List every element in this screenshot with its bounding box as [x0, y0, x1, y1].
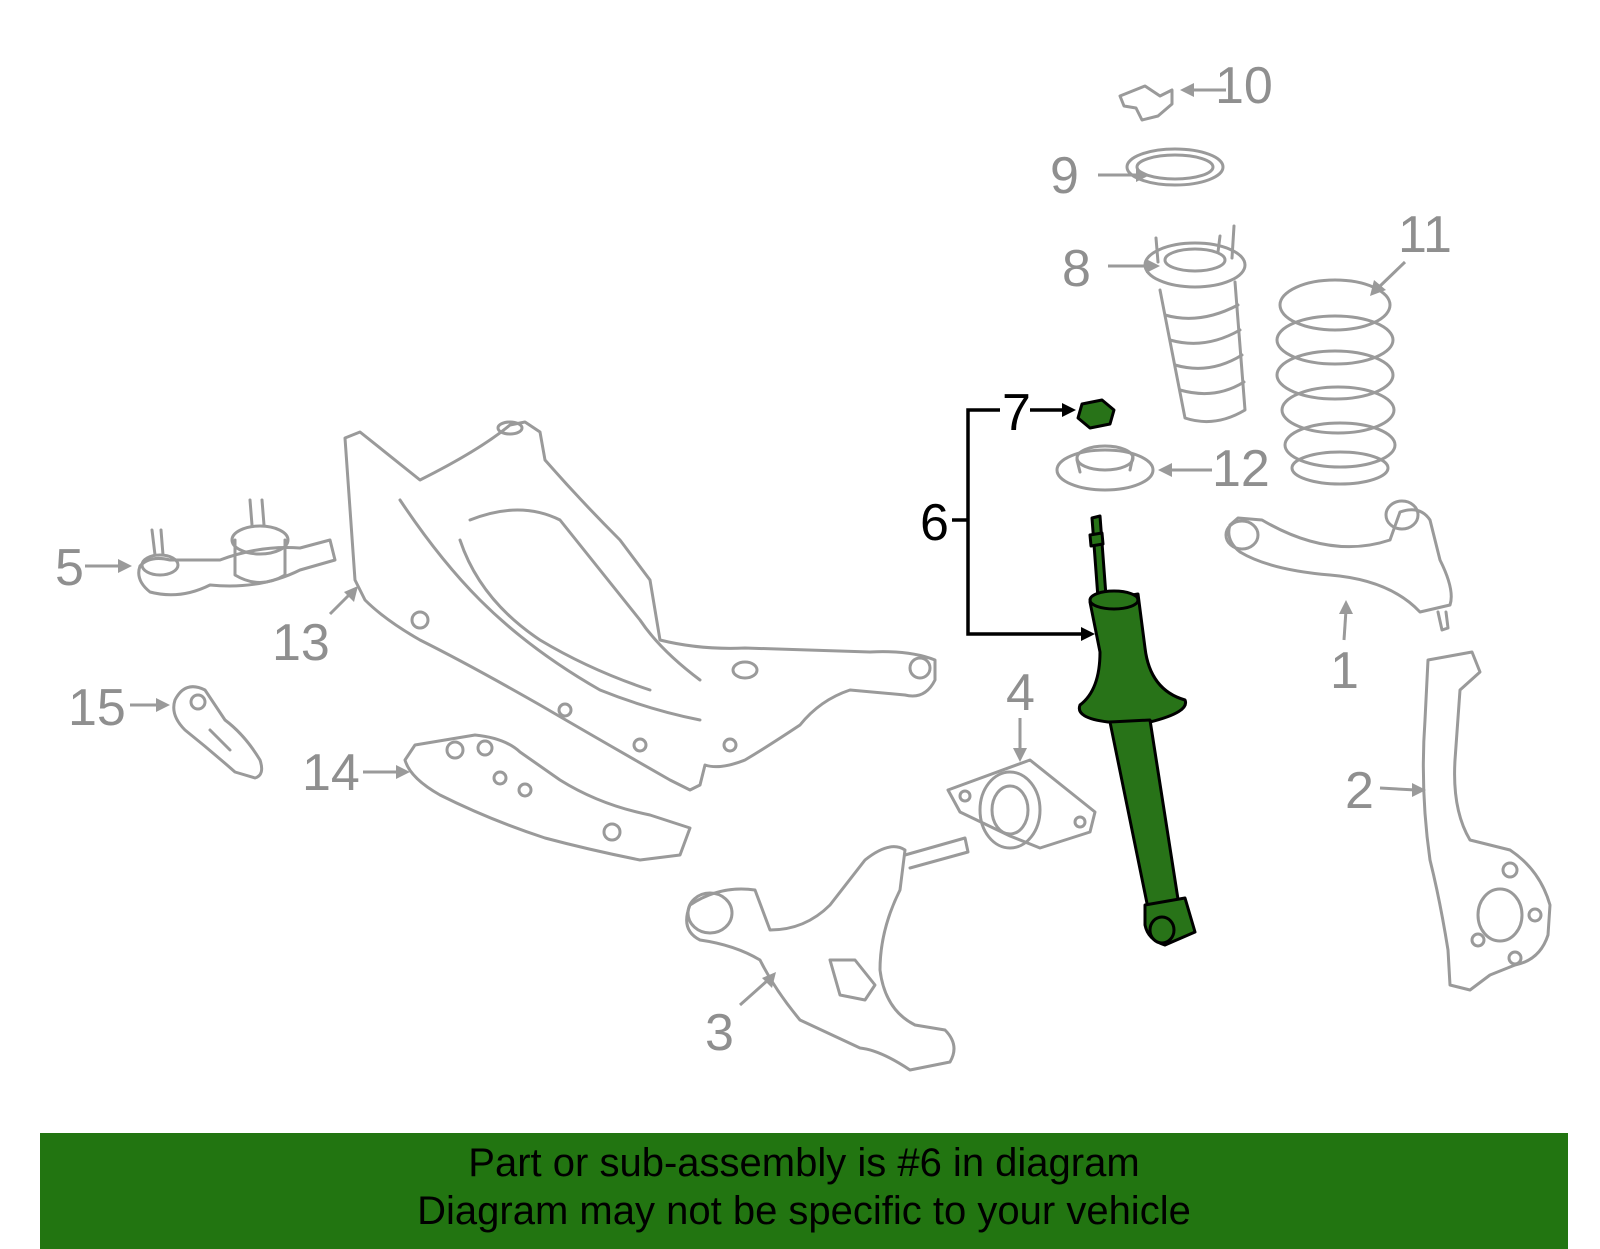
part-8-strut-mount: [1143, 224, 1247, 424]
part-3-lower-control-arm: [685, 836, 970, 1072]
callout-3: 3: [705, 1004, 734, 1062]
callout-12: 12: [1212, 440, 1270, 498]
callout-6: 6: [920, 494, 949, 552]
callout-7: 7: [1002, 384, 1031, 442]
callout-arrows: [85, 83, 1426, 1007]
part-5-mount: [137, 498, 337, 597]
callout-1: 1: [1330, 642, 1359, 700]
callout-2: 2: [1345, 762, 1374, 820]
banner-line-1: Part or sub-assembly is #6 in diagram: [468, 1141, 1140, 1185]
part-6-bracket-lines: [952, 403, 1095, 641]
part-15-bracket: [172, 685, 264, 780]
callout-5: 5: [55, 539, 84, 597]
callout-10: 10: [1215, 57, 1273, 115]
info-banner: Part or sub-assembly is #6 in diagram Di…: [40, 1133, 1568, 1249]
part-7-nut: [1076, 398, 1116, 430]
callout-13: 13: [272, 614, 330, 672]
callout-4: 4: [1006, 664, 1035, 722]
callout-14: 14: [302, 744, 360, 802]
callout-15: 15: [68, 679, 126, 737]
part-1-upper-control-arm: [1224, 499, 1453, 632]
part-6-shock-absorber: [1077, 514, 1197, 947]
part-9-washer: [1125, 147, 1225, 187]
part-13-subframe: [343, 420, 937, 792]
part-11-coil-spring: [1275, 278, 1397, 486]
part-2-knuckle: [1421, 650, 1552, 992]
callout-8: 8: [1062, 240, 1091, 298]
part-10-clip: [1118, 84, 1174, 122]
part-14-plate: [403, 733, 692, 862]
part-4-bushing: [946, 758, 1097, 850]
parts-diagram: 10 9 8 11 7 12 6 1 4 2 3 5 13 15 14: [55, 57, 1552, 1072]
callout-11: 11: [1398, 206, 1452, 264]
banner-line-2: Diagram may not be specific to your vehi…: [417, 1189, 1191, 1233]
callout-9: 9: [1050, 147, 1079, 205]
part-12-spring-seat: [1055, 444, 1155, 492]
